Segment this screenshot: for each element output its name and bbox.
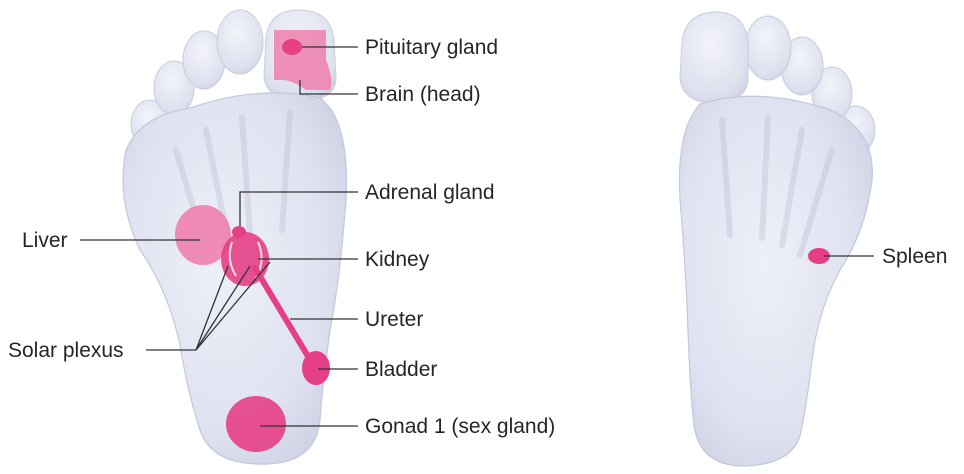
gonad-zone <box>226 396 286 452</box>
bladder-label: Bladder <box>365 358 437 381</box>
pituitary-zone <box>282 39 302 55</box>
right-big-toe <box>680 12 748 104</box>
left-foot <box>123 10 346 464</box>
left-second-toe <box>217 10 263 74</box>
spleen-label: Spleen <box>882 245 947 268</box>
solar-plexus-label: Solar plexus <box>8 339 124 362</box>
brain-label: Brain (head) <box>365 83 481 106</box>
pituitary-label: Pituitary gland <box>365 36 498 59</box>
right-second-toe <box>745 16 791 80</box>
liver-label: Liver <box>22 229 68 252</box>
right-foot-sole <box>679 96 872 466</box>
gonad-label: Gonad 1 (sex gland) <box>365 415 555 438</box>
right-foot <box>679 12 875 466</box>
bladder-zone <box>302 351 330 385</box>
ureter-label: Ureter <box>365 308 423 331</box>
kidney-label: Kidney <box>365 248 430 271</box>
adrenal-label: Adrenal gland <box>365 181 495 204</box>
